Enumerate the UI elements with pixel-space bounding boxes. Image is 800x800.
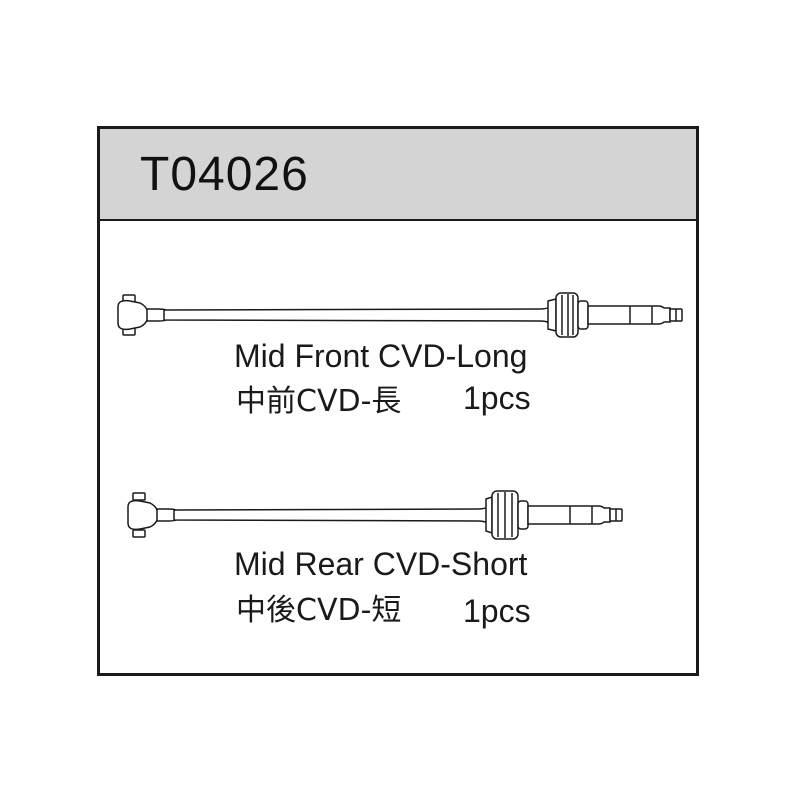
part-number: T04026 xyxy=(140,148,309,201)
part-name-chinese: 中前CVD-長 xyxy=(236,384,402,419)
parts-card: T04026 xyxy=(97,126,699,676)
long-cvd-shaft-icon xyxy=(117,292,683,338)
part-quantity: 1pcs xyxy=(463,593,531,629)
part-quantity: 1pcs xyxy=(463,380,531,416)
part-header: T04026 xyxy=(100,129,696,221)
part-name: Mid Rear CVD-Short xyxy=(234,546,528,582)
part-name: Mid Front CVD-Long xyxy=(234,338,528,374)
part-name-chinese: 中後CVD-短 xyxy=(236,593,402,628)
short-cvd-shaft-icon xyxy=(127,490,623,540)
